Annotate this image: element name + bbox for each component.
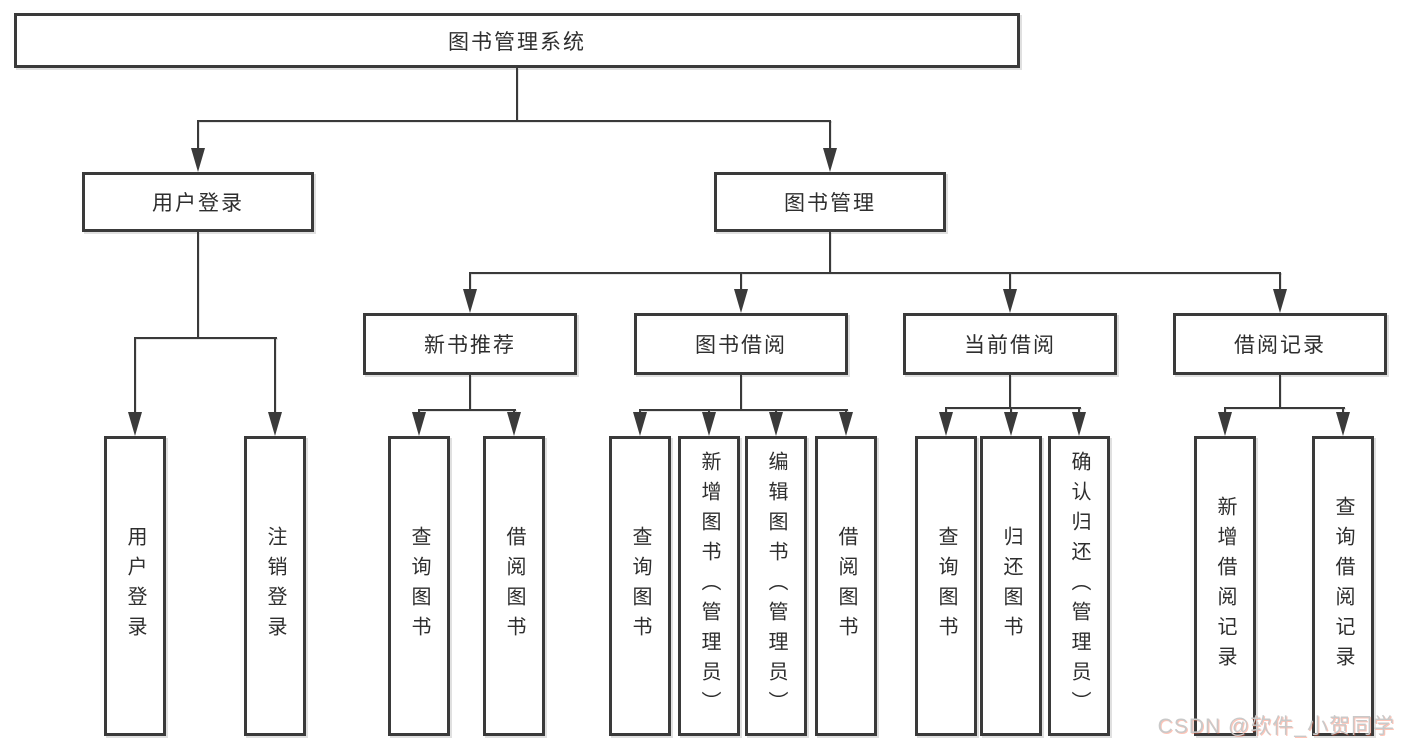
node-query-books-current: 查询图书 — [915, 436, 977, 736]
connector-line — [1342, 407, 1344, 415]
arrow-down-icon — [1004, 412, 1018, 436]
connector-line — [945, 407, 947, 415]
connector-line — [197, 120, 199, 151]
arrow-down-icon — [769, 412, 783, 436]
node-query-books-recommend: 查询图书 — [388, 436, 450, 736]
connector-line — [1078, 407, 1080, 415]
connector-line — [1009, 375, 1011, 408]
arrow-down-icon — [1218, 412, 1232, 436]
connector-line — [1009, 272, 1011, 292]
node-current-borrowing: 当前借阅 — [903, 313, 1117, 375]
connector-line — [829, 232, 831, 273]
arrow-down-icon — [463, 289, 477, 313]
arrow-down-icon — [633, 412, 647, 436]
node-user-login: 用户登录 — [82, 172, 314, 232]
node-add-books-admin: 新增图书（管理员） — [678, 436, 740, 736]
connector-line — [418, 409, 516, 411]
arrow-down-icon — [1336, 412, 1350, 436]
node-logout-login: 注销登录 — [244, 436, 306, 736]
arrow-down-icon — [191, 148, 205, 172]
connector-line — [1224, 407, 1226, 415]
connector-line — [639, 409, 848, 411]
arrow-down-icon — [1273, 289, 1287, 313]
node-book-borrowing: 图书借阅 — [634, 313, 848, 375]
node-add-borrow-record: 新增借阅记录 — [1194, 436, 1256, 736]
node-borrow-books-recommend: 借阅图书 — [483, 436, 545, 736]
arrow-down-icon — [507, 412, 521, 436]
connector-line — [1279, 272, 1281, 292]
node-book-management: 图书管理 — [714, 172, 946, 232]
node-return-books: 归还图书 — [980, 436, 1042, 736]
arrow-down-icon — [839, 412, 853, 436]
node-query-books-borrowing: 查询图书 — [609, 436, 671, 736]
connector-line — [740, 375, 742, 410]
arrow-down-icon — [128, 412, 142, 436]
connector-line — [274, 337, 276, 415]
connector-line — [469, 375, 471, 410]
connector-line — [1279, 375, 1281, 408]
node-library-management-system: 图书管理系统 — [14, 13, 1020, 68]
connector-line — [197, 232, 199, 338]
connector-line — [829, 120, 831, 151]
arrow-down-icon — [268, 412, 282, 436]
node-query-borrow-record: 查询借阅记录 — [1312, 436, 1374, 736]
node-confirm-return-admin: 确认归还（管理员） — [1048, 436, 1110, 736]
connector-line — [1224, 407, 1345, 409]
arrow-down-icon — [1003, 289, 1017, 313]
node-edit-books-admin: 编辑图书（管理员） — [745, 436, 807, 736]
csdn-watermark: CSDN @软件_小贺同学 — [1157, 715, 1395, 738]
arrow-down-icon — [1072, 412, 1086, 436]
arrow-down-icon — [734, 289, 748, 313]
arrow-down-icon — [412, 412, 426, 436]
connector-line — [1010, 407, 1012, 415]
arrow-down-icon — [939, 412, 953, 436]
connector-line — [197, 120, 831, 122]
arrow-down-icon — [823, 148, 837, 172]
connector-line — [134, 337, 277, 339]
connector-line — [469, 272, 1281, 274]
node-user-login-leaf: 用户登录 — [104, 436, 166, 736]
connector-line — [469, 272, 471, 292]
node-borrowing-records: 借阅记录 — [1173, 313, 1387, 375]
node-borrow-books-borrowing: 借阅图书 — [815, 436, 877, 736]
connector-line — [740, 272, 742, 292]
arrow-down-icon — [702, 412, 716, 436]
connector-line — [516, 68, 518, 121]
connector-line — [945, 407, 1081, 409]
node-new-book-recommendation: 新书推荐 — [363, 313, 577, 375]
connector-line — [134, 337, 136, 415]
